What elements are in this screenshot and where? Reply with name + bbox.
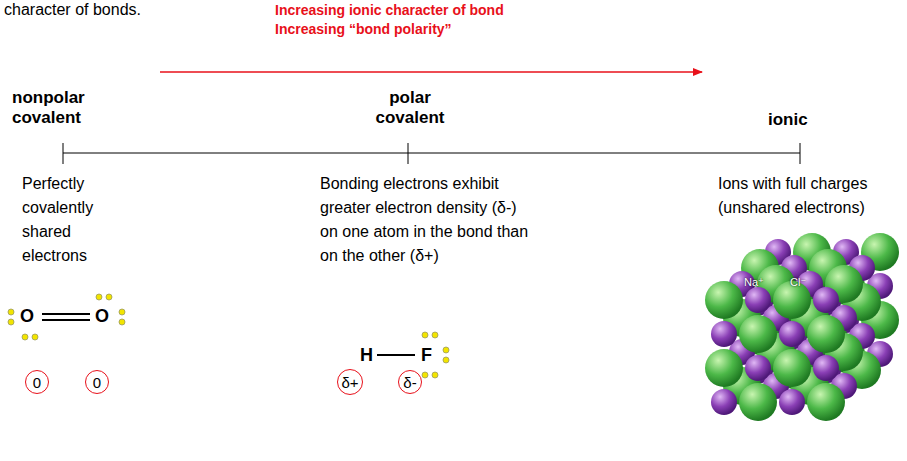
scale-label: polar covalent: [360, 88, 460, 129]
atom-symbol: O: [95, 306, 109, 328]
charge-circle: δ-: [398, 370, 422, 394]
charge-circle: 0: [85, 370, 109, 394]
trend-label: Increasing “bond polarity”: [275, 21, 575, 38]
scale-label: ionic: [768, 110, 808, 130]
description: Bonding electrons exhibit greater electr…: [320, 172, 535, 268]
atom-symbol: F: [421, 345, 432, 367]
ion-sphere: [807, 383, 845, 421]
ion-sphere: [739, 383, 777, 421]
ion-sphere: [779, 389, 805, 415]
ion-sphere: [773, 349, 811, 387]
description: Perfectly covalently shared electrons: [22, 172, 122, 268]
ion-sphere: [739, 315, 777, 353]
ion-sphere: [813, 287, 839, 313]
nacl-crystal: [705, 233, 899, 421]
ion-sphere: [745, 287, 771, 313]
ion-sphere: [813, 355, 839, 381]
ion-sphere: [711, 389, 737, 415]
ion-sphere: [807, 315, 845, 353]
atom-symbol: O: [20, 306, 34, 328]
ion-sphere: [711, 321, 737, 347]
charge-value: δ-: [403, 375, 416, 390]
charge-value: 0: [33, 375, 41, 390]
scale-label: nonpolar covalent: [12, 88, 107, 129]
scale-axis: [63, 143, 800, 164]
ion-sphere: [705, 349, 743, 387]
atom-symbol: H: [360, 345, 373, 367]
description: Ions with full charges (unshared electro…: [718, 172, 906, 220]
ion-sphere: [779, 321, 805, 347]
charge-value: δ+: [341, 375, 358, 390]
trend-label: Increasing ionic character of bond: [275, 2, 575, 19]
lone-pair-dots: [8, 294, 449, 378]
ion-label: Cl⁻: [790, 276, 806, 289]
ion-sphere: [745, 355, 771, 381]
ion-label: Na⁺: [744, 276, 764, 289]
charge-circle: 0: [25, 370, 49, 394]
ion-sphere: [705, 281, 743, 319]
cut-heading: character of bonds.: [4, 0, 141, 19]
charge-value: 0: [93, 375, 101, 390]
charge-circle: δ+: [337, 369, 363, 395]
trend-arrow: [160, 71, 702, 73]
